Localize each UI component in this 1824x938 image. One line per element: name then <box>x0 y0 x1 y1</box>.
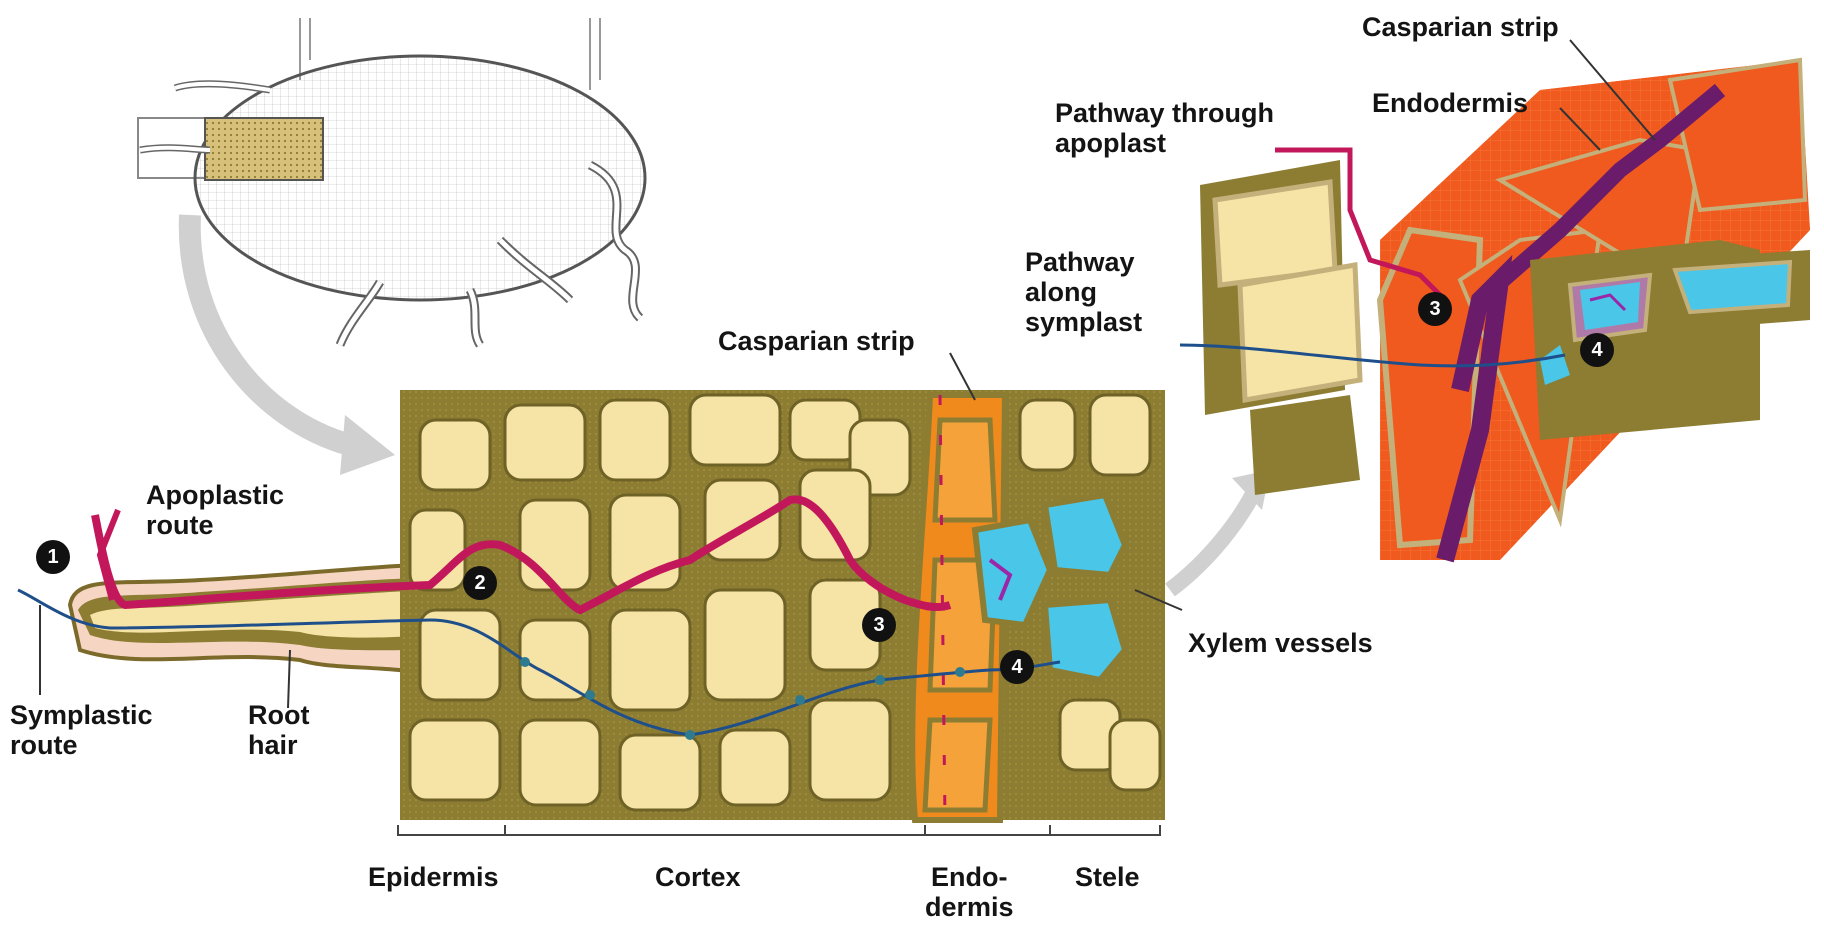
cortex-cell <box>1020 400 1075 470</box>
inset-step-marker-3: 3 <box>1418 292 1452 326</box>
cortex-cell <box>690 395 780 465</box>
inset-step-marker-4: 4 <box>1580 333 1614 367</box>
cortex-cell <box>410 720 500 800</box>
cortex-cell <box>420 420 490 490</box>
cortex-cell <box>610 610 690 710</box>
cortex-cell <box>705 590 785 700</box>
step-marker-2: 2 <box>463 566 497 600</box>
cortex-cell <box>800 470 870 560</box>
endodermis-3d-inset <box>1180 60 1810 560</box>
root-overview <box>138 18 645 345</box>
zoom-arrow-left-head <box>340 415 395 475</box>
tissue-block <box>400 390 1165 820</box>
cortex-cell <box>520 720 600 805</box>
cortex-cell <box>1090 395 1150 475</box>
cortex-cell <box>1110 720 1160 790</box>
step-marker-3: 3 <box>862 608 896 642</box>
zoom-arrow-right <box>1170 490 1255 590</box>
cortex-cell <box>505 405 585 480</box>
cortex-cell <box>810 700 890 800</box>
endodermis-label: Endo-dermis <box>925 862 1014 922</box>
cortex-cell <box>520 620 590 700</box>
stele-label: Stele <box>1075 862 1140 892</box>
cortex-cell <box>620 735 700 810</box>
casparian-strip-inset-label: Casparian strip <box>1362 12 1559 42</box>
xylem-vessels-label: Xylem vessels <box>1188 628 1373 658</box>
endodermis-inset-label: Endodermis <box>1372 88 1528 118</box>
cortex-cell <box>520 500 590 590</box>
cortex-cell <box>720 730 790 805</box>
casparian-strip-label: Casparian strip <box>718 326 915 356</box>
step-marker-1: 1 <box>36 540 70 574</box>
step-marker-4: 4 <box>1000 650 1034 684</box>
epidermis-label: Epidermis <box>368 862 499 892</box>
cortex-label: Cortex <box>655 862 741 892</box>
cortex-cell <box>600 400 670 480</box>
region-braces <box>398 825 1160 835</box>
